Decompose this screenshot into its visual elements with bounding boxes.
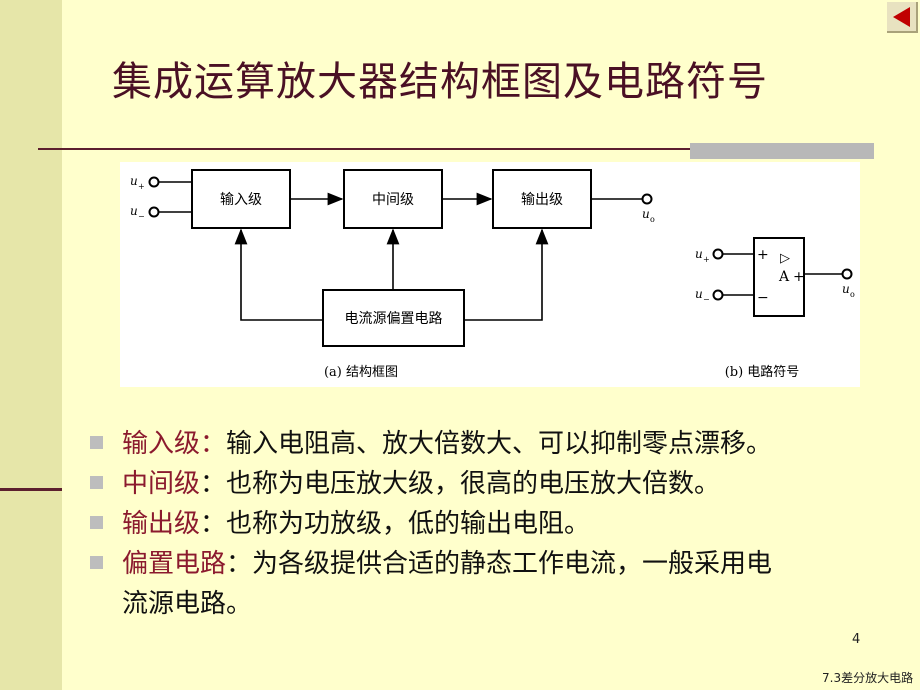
slide-title: 集成运算放大器结构框图及电路符号 xyxy=(112,59,768,105)
bullet-text: 为各级提供合适的静态工作电流，一般采用电 xyxy=(252,549,773,579)
svg-text:u: u xyxy=(642,207,650,221)
symbol-output-terminal xyxy=(841,268,853,280)
svg-text:u: u xyxy=(842,282,850,296)
svg-text:−: − xyxy=(138,212,145,221)
footer-section-label: 7.3差分放大电路 xyxy=(822,671,914,685)
bullet-term: 偏置电路 xyxy=(122,549,227,579)
back-nav-button[interactable] xyxy=(887,2,918,33)
bullet-text: 也称为电压放大级，很高的电压放大倍数。 xyxy=(226,469,721,499)
symbol-input-minus-terminal xyxy=(712,289,724,301)
bullet-term: 中间级 xyxy=(122,469,201,499)
bullet-list: 输入级：输入电阻高、放大倍数大、可以抑制零点漂移。 中间级：也称为电压放大级，很… xyxy=(90,424,890,624)
bullet-square-icon xyxy=(90,516,103,529)
input-stage-block xyxy=(191,169,291,229)
caption-circuit-symbol: (b) 电路符号 xyxy=(725,364,800,380)
opamp-symbol-input-plus-label: u + xyxy=(695,247,710,264)
output-label: u o xyxy=(642,207,655,224)
opamp-diagram: u + u − 输入级 中间级 输出级 u o 电流源偏置电路 xyxy=(130,169,855,380)
bullet-square-icon xyxy=(90,436,103,449)
svg-text:u: u xyxy=(130,204,138,218)
middle-stage-label: 中间级 xyxy=(372,192,414,208)
symbol-plus-sign: + xyxy=(757,247,769,263)
symbol-gain-sign: + xyxy=(793,269,805,285)
input-plus-label: u + xyxy=(130,174,145,191)
svg-text:o: o xyxy=(850,290,855,299)
symbol-input-plus-terminal xyxy=(712,248,724,260)
bullet-separator: ： xyxy=(200,429,227,459)
output-stage-block xyxy=(492,169,592,229)
input-plus-terminal xyxy=(148,176,160,188)
arrow-bias-to-input xyxy=(234,228,323,321)
bullet-text-continued: 流源电路。 xyxy=(122,589,253,619)
svg-text:u: u xyxy=(695,287,703,301)
opamp-symbol-input-minus-label: u − xyxy=(695,287,710,304)
bullet-text: 输入电阻高、放大倍数大、可以抑制零点漂移。 xyxy=(226,429,773,459)
svg-text:+: + xyxy=(138,182,145,191)
symbol-triangle-mark: ▷ xyxy=(780,251,790,266)
bullet-separator: ： xyxy=(226,549,253,579)
bullet-term: 输入级 xyxy=(122,429,201,459)
figure-panel: u + u − 输入级 中间级 输出级 u o 电流源偏置电路 xyxy=(120,162,860,387)
bullet-term: 输出级 xyxy=(122,509,201,539)
bullet-text: 也称为功放级，低的输出电阻。 xyxy=(226,509,591,539)
svg-text:u: u xyxy=(695,247,703,261)
bullet-square-icon xyxy=(90,556,103,569)
opamp-symbol-box xyxy=(753,237,805,317)
left-decor-line xyxy=(0,488,62,491)
symbol-minus-sign: − xyxy=(757,290,769,306)
bullet-bias-circuit: 偏置电路：为各级提供合适的静态工作电流，一般采用电流源电路。 xyxy=(90,544,890,624)
title-gray-bar xyxy=(690,143,874,159)
arrow-bias-to-output xyxy=(464,228,549,321)
input-minus-label: u − xyxy=(130,204,145,221)
svg-text:u: u xyxy=(130,174,138,188)
back-triangle-icon xyxy=(893,7,910,27)
bullet-output-stage: 输出级：也称为功放级，低的输出电阻。 xyxy=(90,504,890,544)
svg-text:−: − xyxy=(703,295,710,304)
opamp-symbol-output-label: u o xyxy=(842,282,855,299)
output-terminal xyxy=(641,193,653,205)
svg-text:+: + xyxy=(703,255,710,264)
svg-text:o: o xyxy=(650,215,655,224)
bullet-separator: ： xyxy=(200,469,227,499)
bias-circuit-label: 电流源偏置电路 xyxy=(345,311,443,327)
bias-circuit-block xyxy=(322,289,465,347)
input-stage-label: 输入级 xyxy=(220,192,262,208)
bullet-input-stage: 输入级：输入电阻高、放大倍数大、可以抑制零点漂移。 xyxy=(90,424,890,464)
output-stage-label: 输出级 xyxy=(521,192,563,208)
left-decor-band xyxy=(0,0,62,690)
bullet-square-icon xyxy=(90,476,103,489)
caption-block-diagram: (a) 结构框图 xyxy=(324,365,398,380)
page-number: 4 xyxy=(852,632,861,647)
bullet-middle-stage: 中间级：也称为电压放大级，很高的电压放大倍数。 xyxy=(90,464,890,504)
symbol-gain-label: A xyxy=(778,269,790,285)
bullet-separator: ： xyxy=(200,509,227,539)
input-minus-terminal xyxy=(148,206,160,218)
title-rule xyxy=(38,148,874,150)
